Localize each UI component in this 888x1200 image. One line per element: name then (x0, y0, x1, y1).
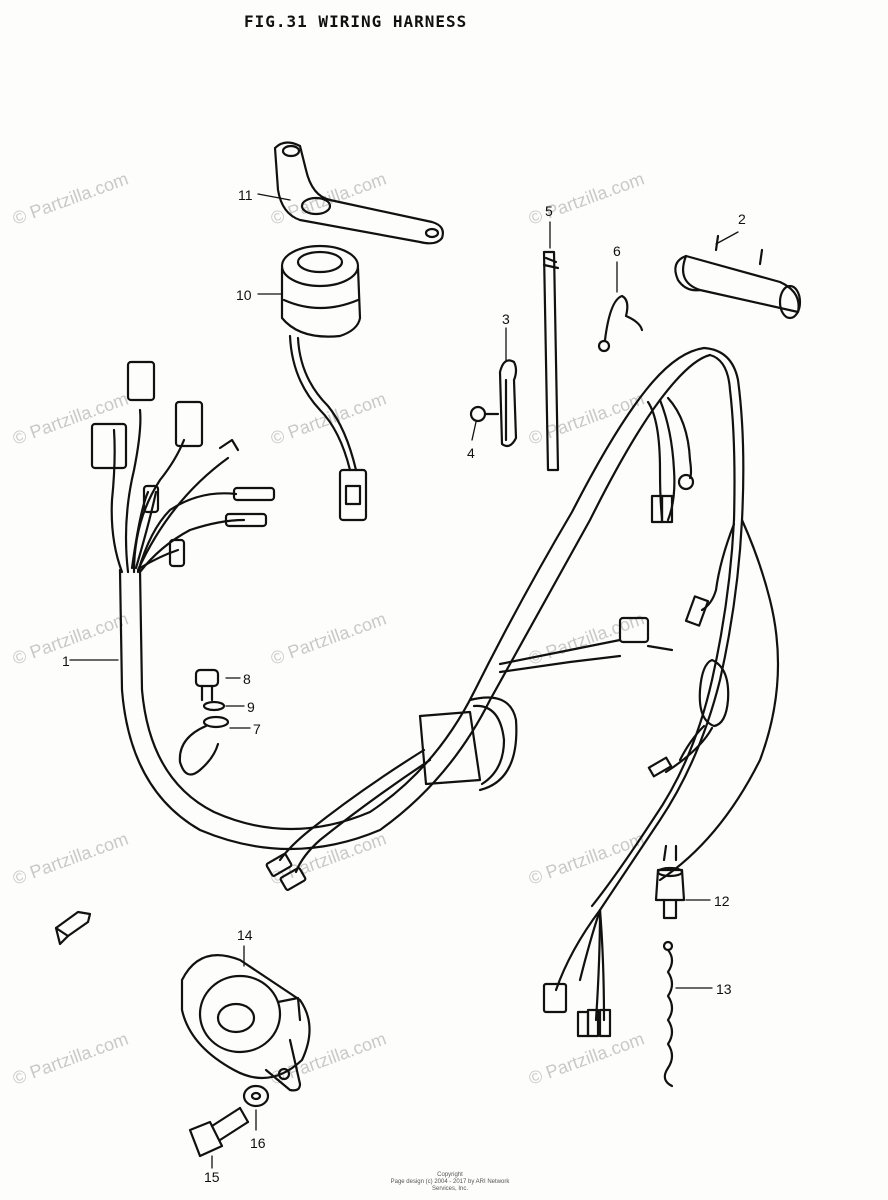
stop-switch-part-12 (654, 844, 686, 920)
horn-part-14 (180, 954, 311, 1092)
callout-6: 6 (613, 243, 621, 259)
band-part-5 (542, 250, 560, 472)
bracket-part-11 (273, 141, 444, 245)
callout-16: 16 (250, 1135, 266, 1151)
wiring-harness-part-1 (90, 346, 780, 1038)
bolt-washer-clamp-parts-8-9-7 (178, 668, 230, 776)
callout-2: 2 (738, 211, 746, 227)
callout-15: 15 (204, 1169, 220, 1185)
callout-13: 13 (716, 981, 732, 997)
callout-7: 7 (253, 721, 261, 737)
bolt-part-15 (188, 1106, 250, 1158)
leader-lines (69, 193, 739, 1169)
callout-5: 5 (545, 203, 553, 219)
callout-10: 10 (236, 287, 252, 303)
clamp-part-6 (597, 294, 644, 353)
footer-line-1: Copyright (437, 1172, 463, 1178)
callout-12: 12 (714, 893, 730, 909)
copyright-footer: Copyright Page design (c) 2004 - 2017 by… (380, 1172, 520, 1193)
callout-3: 3 (502, 311, 510, 327)
spring-part-13 (662, 940, 674, 1088)
condenser-part-2 (674, 234, 802, 320)
callout-14: 14 (237, 927, 253, 943)
callout-11: 11 (238, 187, 253, 203)
footer-line-2: Page design (c) 2004 - 2017 by ARI Netwo… (390, 1179, 510, 1192)
callout-1: 1 (62, 653, 70, 669)
callout-4: 4 (467, 445, 475, 461)
figure-title: FIG.31 WIRING HARNESS (244, 12, 468, 31)
clamp-part-3 (498, 359, 518, 448)
ignition-switch-part-10 (280, 244, 368, 522)
callout-8: 8 (243, 671, 251, 687)
screw-part-4 (469, 405, 500, 423)
washer-part-16 (242, 1084, 270, 1108)
front-arrow-icon (54, 910, 92, 946)
callout-9: 9 (247, 699, 255, 715)
